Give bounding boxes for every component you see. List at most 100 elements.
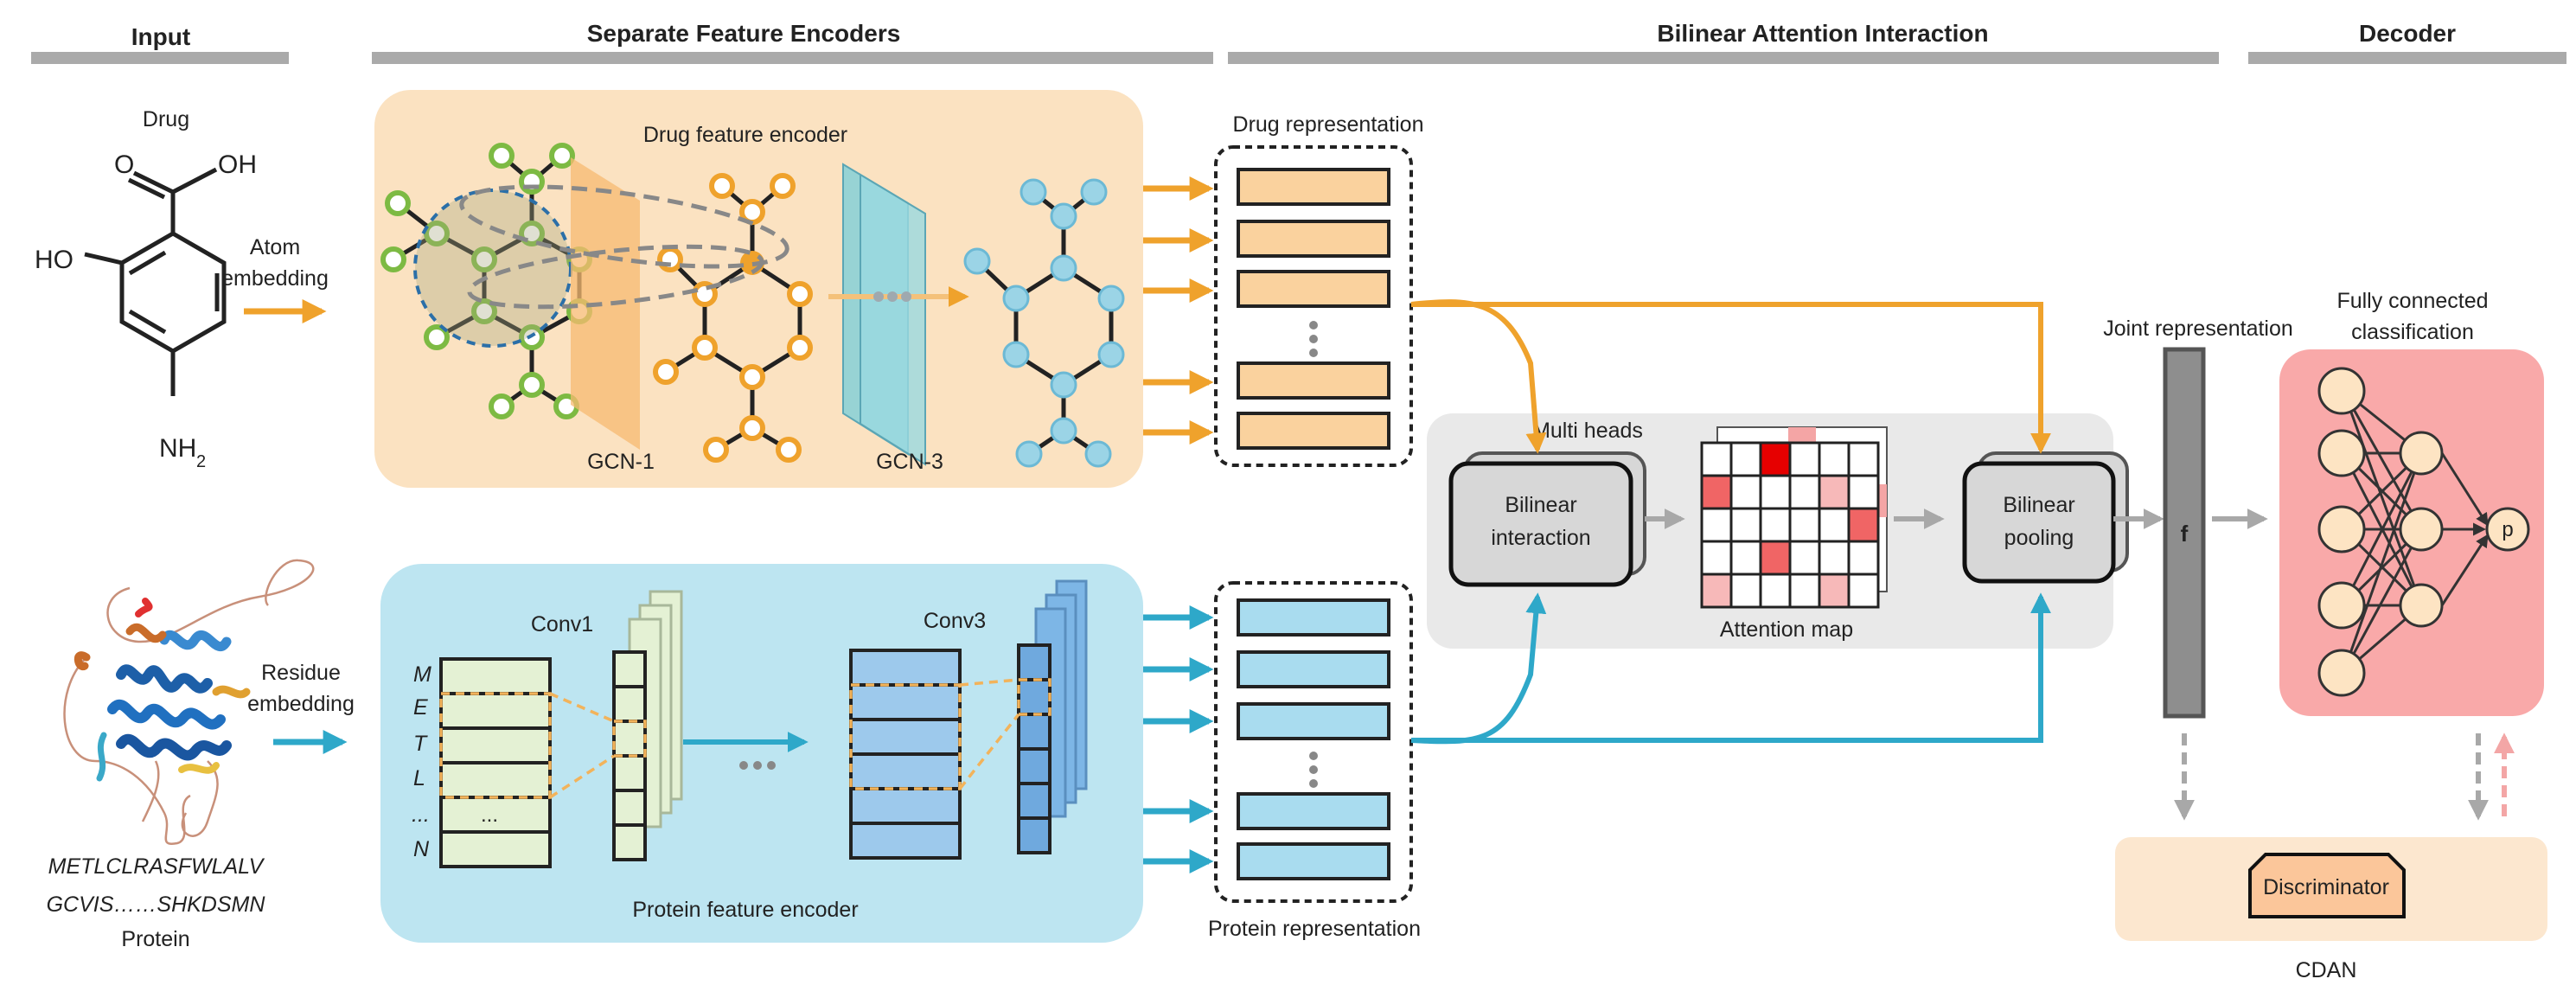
attention-cell: [1818, 573, 1851, 609]
amine-subscript: 2: [196, 452, 206, 471]
conv3-kernel: [849, 678, 1051, 790]
attention-cell: [1729, 441, 1762, 477]
protein-structure-image: [63, 559, 315, 846]
protein-sequence-line2: GCVIS……SHKDSMN: [47, 892, 266, 917]
conv3-featuremap-front: [1017, 643, 1051, 854]
drug-encoder-panel: [374, 90, 1143, 488]
header-bar-input: [31, 52, 289, 64]
amine-nh: NH: [159, 434, 196, 463]
drug-feature-bars: [1237, 168, 1390, 450]
attention-cell: [1788, 540, 1821, 576]
joint-representation-bar: [2163, 347, 2206, 719]
protein-encoder-title: Protein feature encoder: [632, 898, 858, 922]
protein-to-pooling: [1411, 592, 2051, 743]
gcn1-label: GCN-1: [587, 450, 655, 474]
attention-cell: [1788, 507, 1821, 543]
drug-output-arrows: [1143, 176, 1214, 445]
attention-cell: [1759, 474, 1792, 510]
conv1-matrix: [439, 657, 552, 868]
attention-cell: [1700, 507, 1733, 543]
hydroxyl-group: HO: [35, 246, 74, 274]
message-passing-arcs: [459, 184, 789, 310]
header-encoders: Separate Feature Encoders: [587, 20, 901, 47]
conv3-matrix: [849, 649, 962, 860]
attention-cell: [1788, 474, 1821, 510]
fc-output-node: [2485, 507, 2530, 552]
attention-cell: [1729, 573, 1762, 609]
attention-cell: [1818, 540, 1851, 576]
fc-hidden-nodes: [2399, 431, 2444, 628]
carboxyl-oh: OH: [218, 150, 257, 179]
attention-cell: [1700, 540, 1733, 576]
atom-embedding-line2: embedding: [221, 266, 329, 291]
orange-nodes: [653, 173, 813, 463]
decoder: Joint representation f Fully connected c…: [2103, 289, 2547, 982]
conv1-kernel: [439, 692, 647, 799]
bilinear-interaction-line2: interaction: [1491, 526, 1590, 550]
drug-molecule: Drug O OH HO NH 2: [35, 107, 257, 471]
protein-representation: Protein representation: [1208, 581, 1421, 941]
cdan-label: CDAN: [2296, 958, 2357, 982]
residue-embedding-line1: Residue: [261, 661, 341, 685]
fc-input-nodes: [2317, 367, 2366, 697]
residue-5: N: [413, 837, 430, 861]
fc-output-edges: [2440, 452, 2489, 606]
attention-cell: [1847, 441, 1880, 477]
attention-cell: [1788, 441, 1821, 477]
residue-1: E: [413, 695, 428, 720]
carbonyl-oxygen: O: [114, 150, 134, 179]
header-bar-interaction: [1228, 52, 2219, 64]
joint-vector-label: f: [2181, 521, 2189, 547]
attention-cell: [1700, 573, 1733, 609]
attention-map-grid: [1700, 441, 1880, 609]
gcn1-plane: [571, 157, 640, 450]
representation-connectors: [1410, 299, 2051, 745]
atom-embedding-line1: Atom: [250, 235, 300, 259]
protein-output-arrows: [1143, 605, 1214, 873]
residue-2: T: [413, 732, 428, 756]
neighborhood-circle: [413, 189, 572, 348]
residue-0: M: [413, 662, 431, 687]
fc-output-label: p: [2502, 518, 2513, 541]
drug-bar-ellipsis: [1309, 321, 1318, 357]
joint-representation-label: Joint representation: [2103, 317, 2293, 341]
attention-cell: [1700, 441, 1733, 477]
residue-embedding-line2: embedding: [247, 692, 355, 716]
protein-feature-bars: [1237, 598, 1390, 880]
drug-label: Drug: [143, 107, 189, 131]
attention-cell: [1788, 573, 1821, 609]
attention-map-label: Attention map: [1720, 617, 1853, 642]
residue-letters: M E T L ... N: [412, 662, 431, 861]
header-decoder: Decoder: [2359, 20, 2456, 47]
discriminator-label: Discriminator: [2263, 875, 2389, 899]
conv3-label: Conv3: [924, 609, 986, 633]
fc-classification-line2: classification: [2351, 320, 2474, 344]
discriminator-box: [2248, 853, 2406, 918]
protein-bar-ellipsis: [1309, 752, 1318, 788]
attention-cell: [1759, 441, 1792, 477]
attention-cell: [1818, 507, 1851, 543]
header-input: Input: [131, 23, 190, 50]
header-interaction: Bilinear Attention Interaction: [1657, 20, 1988, 47]
attention-cell: [1700, 474, 1733, 510]
drug-encoder-title: Drug feature encoder: [643, 123, 847, 147]
bilinear-interaction-line1: Bilinear: [1505, 493, 1576, 517]
header-bar-encoders: [372, 52, 1213, 64]
conv-ellipsis: [739, 761, 776, 770]
drug-representation-label: Drug representation: [1233, 112, 1424, 137]
attention-cell: [1759, 507, 1792, 543]
conv1-label: Conv1: [531, 612, 593, 637]
protein-sequence-line1: METLCLRASFWLALV: [48, 854, 265, 879]
drug-representation: Drug representation: [1214, 112, 1424, 467]
attention-cell: [1729, 507, 1762, 543]
protein-feature-encoder: Protein feature encoder Conv1 Conv3 M E …: [380, 564, 1143, 943]
conv1-matrix-ellipsis: ...: [481, 803, 498, 827]
attention-cell: [1759, 573, 1792, 609]
gcn3-label: GCN-3: [876, 450, 943, 474]
attention-cell: [1847, 540, 1880, 576]
attention-cell: [1847, 573, 1880, 609]
attention-cell: [1729, 474, 1762, 510]
fc-classification-line1: Fully connected: [2336, 289, 2488, 313]
section-headers: Input Separate Feature Encoders Bilinear…: [31, 20, 2566, 64]
